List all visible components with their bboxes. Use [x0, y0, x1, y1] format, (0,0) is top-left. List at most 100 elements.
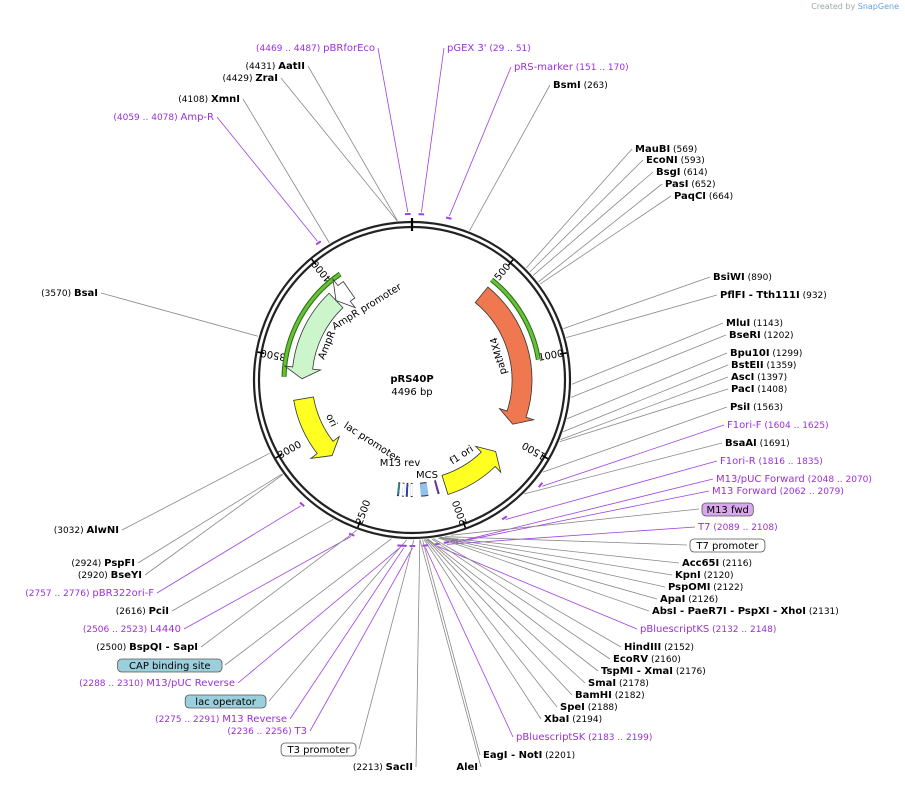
site-label-paci-36-text: PacI (1408) — [731, 384, 787, 395]
site-label-kpni-47[interactable]: KpnI (2120) — [675, 570, 734, 581]
site-label-cap-binding-site-13-leader — [224, 538, 392, 666]
site-label-m13-fwd-43[interactable]: M13 fwd — [701, 502, 754, 517]
site-label-bseyi-8[interactable]: (2920) BseYI — [78, 570, 142, 581]
site-label-ecorv-53-text: EcoRV (2160) — [613, 654, 681, 665]
site-label-t7-44-text: T7 (2089 .. 2108) — [697, 522, 778, 533]
tick-label-2500: 2500 — [354, 499, 373, 527]
site-label-paqci-28[interactable]: PaqCI (664) — [674, 191, 733, 202]
site-label-pbrforeco-0-text: (4469 .. 4487) pBRforEco — [256, 43, 375, 54]
site-label-psii-37-leader — [542, 406, 728, 473]
site-label-paci-36[interactable]: PacI (1408) — [731, 384, 787, 395]
tick-label-3000: 3000 — [276, 439, 304, 461]
site-label-f1ori-r-40[interactable]: F1ori-R (1816 .. 1835) — [720, 456, 823, 467]
site-label-t7-promoter-45-text: T7 promoter — [695, 541, 759, 552]
site-label-t7-44[interactable]: T7 (2089 .. 2108) — [697, 522, 778, 533]
site-label-pcii-10[interactable]: (2616) PciI — [116, 606, 169, 617]
site-label-absi-paer7i-pspxi-xhoi-50[interactable]: AbsI - PaeR7I - PspXI - XhoI (2131) — [652, 606, 839, 617]
site-label-t7-promoter-45[interactable]: T7 promoter — [689, 538, 766, 553]
site-label-pgex-3-21[interactable]: pGEX 3' (29 .. 51) — [447, 43, 531, 54]
site-label-bamhi-56[interactable]: BamHI (2182) — [575, 690, 645, 701]
site-label-alei-20[interactable]: AleI — [456, 762, 478, 773]
site-label-bsmi-23[interactable]: BsmI (263) — [553, 80, 608, 91]
site-label-t3-promoter-18[interactable]: T3 promoter — [280, 742, 357, 757]
site-label-eagi-noti-60[interactable]: EagI - NotI (2201) — [483, 750, 575, 761]
site-label-spei-57[interactable]: SpeI (2188) — [560, 702, 618, 713]
site-label-acc65i-46[interactable]: Acc65I (2116) — [682, 558, 752, 569]
site-label-bspqi-sapi-12[interactable]: (2500) BspQI - SapI — [96, 642, 198, 653]
plasmid-center-title: pRS40P 4496 bp — [390, 374, 433, 398]
site-label-bpu10i-33[interactable]: Bpu10I (1299) — [730, 348, 802, 359]
feature-arrow-ori[interactable] — [293, 396, 341, 460]
site-label-t7-44-primer-mark — [443, 540, 450, 544]
site-label-pbluescriptsk-59[interactable]: pBluescriptSK (2183 .. 2199) — [516, 732, 652, 743]
site-label-m13-reverse-16[interactable]: (2275 .. 2291) M13 Reverse — [155, 714, 287, 725]
site-label-f1ori-f-38[interactable]: F1ori-F (1604 .. 1625) — [727, 420, 829, 431]
site-label-bspqi-sapi-12-text: (2500) BspQI - SapI — [96, 642, 198, 653]
site-label-bseri-32[interactable]: BseRI (1202) — [729, 330, 794, 341]
feature-arrow-f1-ori[interactable] — [441, 445, 502, 495]
site-label-l4440-11[interactable]: (2506 .. 2523) L4440 — [83, 624, 181, 635]
site-label-amp-r-4[interactable]: (4059 .. 4078) Amp-R — [113, 112, 214, 123]
site-label-apai-49[interactable]: ApaI (2126) — [660, 594, 718, 605]
site-label-maubi-24[interactable]: MauBI (569) — [635, 144, 697, 155]
site-label-t3-17[interactable]: (2236 .. 2256) T3 — [227, 726, 307, 737]
site-label-pbr322ori-f-9[interactable]: (2757 .. 2776) pBR322ori-F — [25, 588, 154, 599]
site-label-mlui-31[interactable]: MluI (1143) — [726, 318, 783, 329]
site-label-pflfi-tth111i-30[interactable]: PflFI - Tth111I (932) — [720, 290, 827, 301]
site-label-zrai-2-text: (4429) ZraI — [223, 73, 278, 84]
feature-arrow-ampr-promoter[interactable] — [332, 277, 357, 309]
site-label-bsai-5[interactable]: (3570) BsaI — [41, 288, 98, 299]
site-label-zrai-2[interactable]: (4429) ZraI — [223, 73, 278, 84]
site-labels: (4469 .. 4487) pBRforEco (4431) AatII(442… — [25, 43, 872, 773]
site-label-ecorv-53[interactable]: EcoRV (2160) — [613, 654, 681, 665]
site-label-m13-puc-reverse-14[interactable]: (2288 .. 2310) M13/pUC Reverse — [79, 678, 235, 689]
plasmid-name: pRS40P — [390, 374, 433, 385]
site-label-pasi-27[interactable]: PasI (652) — [665, 179, 716, 190]
site-label-hindiii-52[interactable]: HindIII (2152) — [624, 642, 694, 653]
site-label-m13-puc-forward-41[interactable]: M13/pUC Forward (2048 .. 2070) — [716, 474, 872, 485]
site-label-pbr322ori-f-9-primer-mark — [299, 501, 305, 507]
site-label-econi-25[interactable]: EcoNI (593) — [646, 155, 705, 166]
site-label-psii-37[interactable]: PsiI (1563) — [730, 402, 783, 413]
site-label-tspmi-xmai-54[interactable]: TspMI - XmaI (2176) — [601, 666, 706, 677]
site-label-l4440-11-leader — [183, 536, 352, 630]
site-label-pspomi-48[interactable]: PspOMI (2122) — [668, 582, 743, 593]
feature-arrow-ampr[interactable] — [283, 292, 344, 380]
site-label-bsteii-34-text: BstEII (1359) — [731, 360, 796, 371]
site-label-alei-20-text: AleI — [456, 762, 478, 773]
site-label-alwni-6[interactable]: (3032) AlwNI — [54, 525, 119, 536]
site-label-bsgi-26[interactable]: BsgI (614) — [656, 167, 708, 178]
site-label-prs-marker-22[interactable]: pRS-marker (151 .. 170) — [514, 62, 629, 73]
site-label-t7-44-leader — [446, 526, 696, 545]
site-label-pbluescriptks-51[interactable]: pBluescriptKS (2132 .. 2148) — [640, 624, 776, 635]
site-label-cap-binding-site-13-text: CAP binding site — [129, 661, 211, 672]
site-label-bsteii-34[interactable]: BstEII (1359) — [731, 360, 796, 371]
site-label-xmni-3[interactable]: (4108) XmnI — [178, 94, 240, 105]
mcs-block[interactable] — [419, 482, 429, 496]
site-label-pbrforeco-0[interactable]: (4469 .. 4487) pBRforEco — [256, 43, 375, 54]
site-label-bpu10i-33-leader — [567, 352, 728, 420]
site-label-spei-57-text: SpeI (2188) — [560, 702, 618, 713]
t7-promoter-block[interactable] — [434, 481, 440, 494]
site-label-bseri-32-leader — [570, 334, 727, 398]
feature-arrow-patmx4[interactable] — [474, 286, 536, 425]
site-label-m13-forward-42[interactable]: M13 Forward (2062 .. 2079) — [712, 486, 844, 497]
site-label-pspfi-7[interactable]: (2924) PspFI — [71, 558, 135, 569]
site-label-smai-55[interactable]: SmaI (2178) — [588, 678, 649, 689]
site-label-lac-operator-15[interactable]: lac operator — [184, 694, 267, 709]
tick-3000 — [275, 453, 283, 459]
site-label-pspomi-48-text: PspOMI (2122) — [668, 582, 743, 593]
site-label-aatii-1[interactable]: (4431) AatII — [245, 61, 305, 72]
site-label-cap-binding-site-13[interactable]: CAP binding site — [117, 658, 223, 673]
site-label-t7-promoter-45-leader — [444, 536, 688, 546]
site-label-t7-promoter-45-box — [689, 538, 766, 553]
site-label-bsaai-39[interactable]: BsaAI (1691) — [725, 438, 790, 449]
site-label-maubi-24-leader — [525, 148, 633, 269]
site-label-xbai-58[interactable]: XbaI (2194) — [544, 714, 602, 725]
site-label-asci-35[interactable]: AscI (1397) — [731, 372, 787, 383]
site-label-bsiwi-29[interactable]: BsiWI (890) — [713, 272, 772, 283]
tick-2000 — [462, 520, 467, 528]
site-label-pspfi-7-text: (2924) PspFI — [71, 558, 135, 569]
site-label-sacii-19[interactable]: (2213) SacII — [353, 762, 413, 773]
site-label-absi-paer7i-pspxi-xhoi-50-text: AbsI - PaeR7I - PspXI - XhoI (2131) — [652, 606, 839, 617]
